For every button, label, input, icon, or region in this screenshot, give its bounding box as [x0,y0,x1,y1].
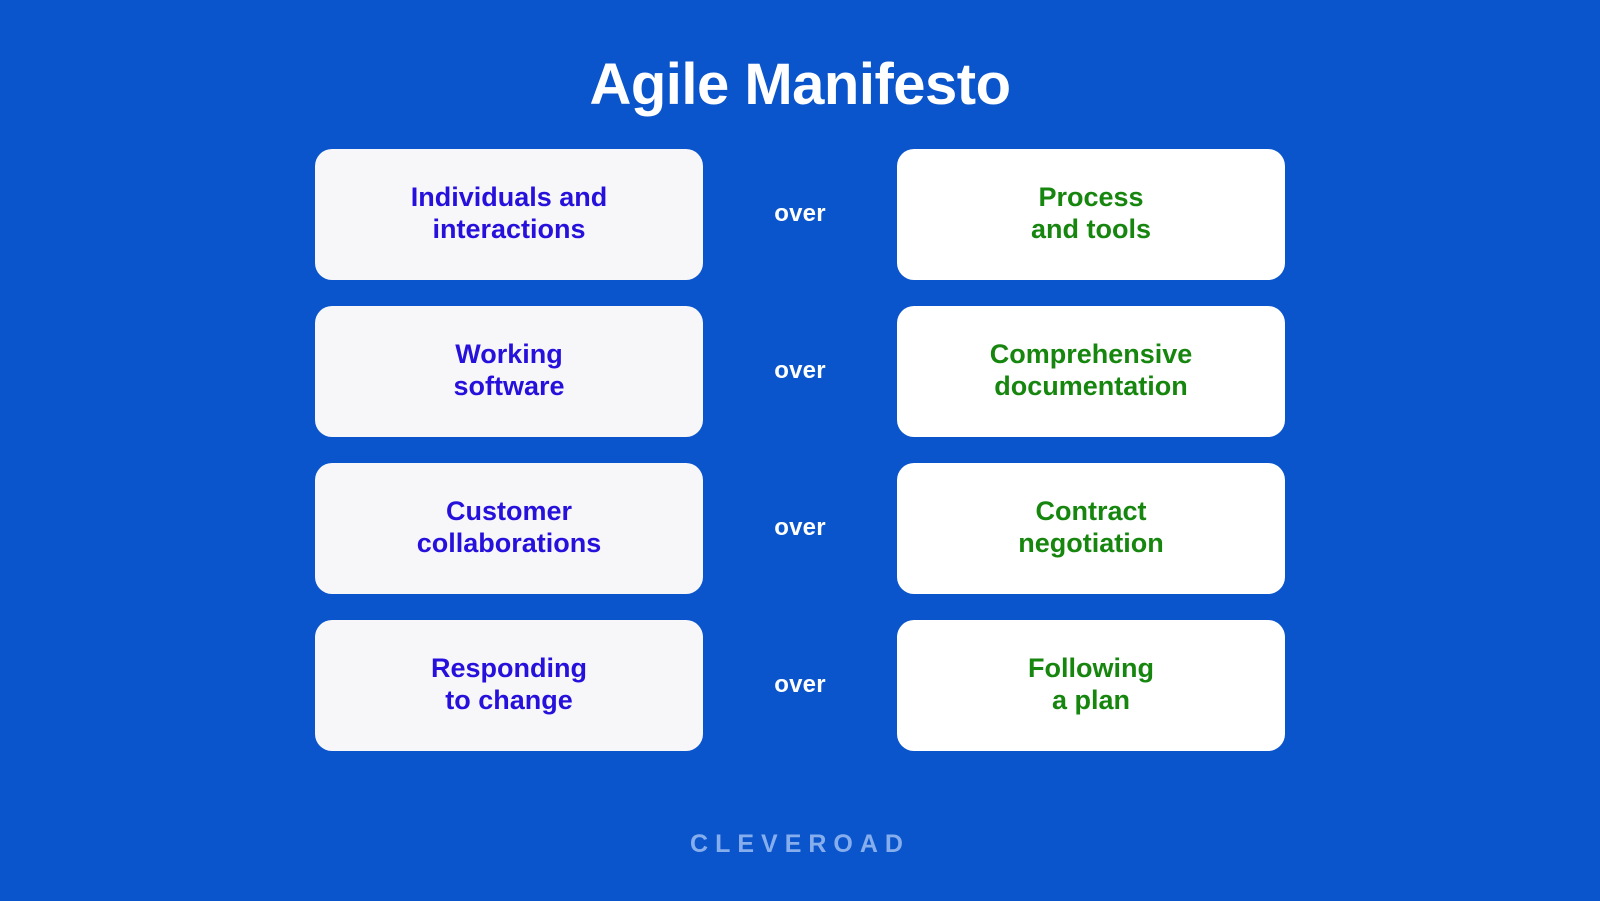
manifesto-row: Working software over Comprehensive docu… [315,305,1285,437]
value-card-right-label: Following a plan [1028,653,1154,716]
value-card-right[interactable]: Process and tools [897,148,1285,280]
value-card-left-label: Working software [453,339,565,402]
footer: CLEVEROAD [0,830,1600,859]
over-connector-label: over [774,671,826,699]
manifesto-rows: Individuals and interactions over Proces… [315,148,1285,751]
over-connector-label: over [774,357,826,385]
value-card-right-label: Contract negotiation [1018,496,1164,559]
over-connector-label: over [774,200,826,228]
value-card-left-label: Individuals and interactions [410,182,608,245]
manifesto-row: Customer collaborations over Contract ne… [315,462,1285,594]
value-card-left[interactable]: Responding to change [315,619,703,751]
value-card-right[interactable]: Following a plan [897,619,1285,751]
value-card-left[interactable]: Customer collaborations [315,462,703,594]
value-card-right-label: Process and tools [1031,182,1151,245]
over-connector-label: over [774,514,826,542]
value-card-left[interactable]: Working software [315,305,703,437]
value-card-left[interactable]: Individuals and interactions [315,148,703,280]
manifesto-row: Individuals and interactions over Proces… [315,148,1285,280]
manifesto-row: Responding to change over Following a pl… [315,619,1285,751]
value-card-left-label: Responding to change [431,653,587,716]
page-title: Agile Manifesto [589,52,1011,117]
brand-wordmark: CLEVEROAD [690,830,910,858]
value-card-right[interactable]: Contract negotiation [897,462,1285,594]
value-card-right[interactable]: Comprehensive documentation [897,305,1285,437]
value-card-right-label: Comprehensive documentation [989,339,1193,402]
value-card-left-label: Customer collaborations [416,496,602,559]
